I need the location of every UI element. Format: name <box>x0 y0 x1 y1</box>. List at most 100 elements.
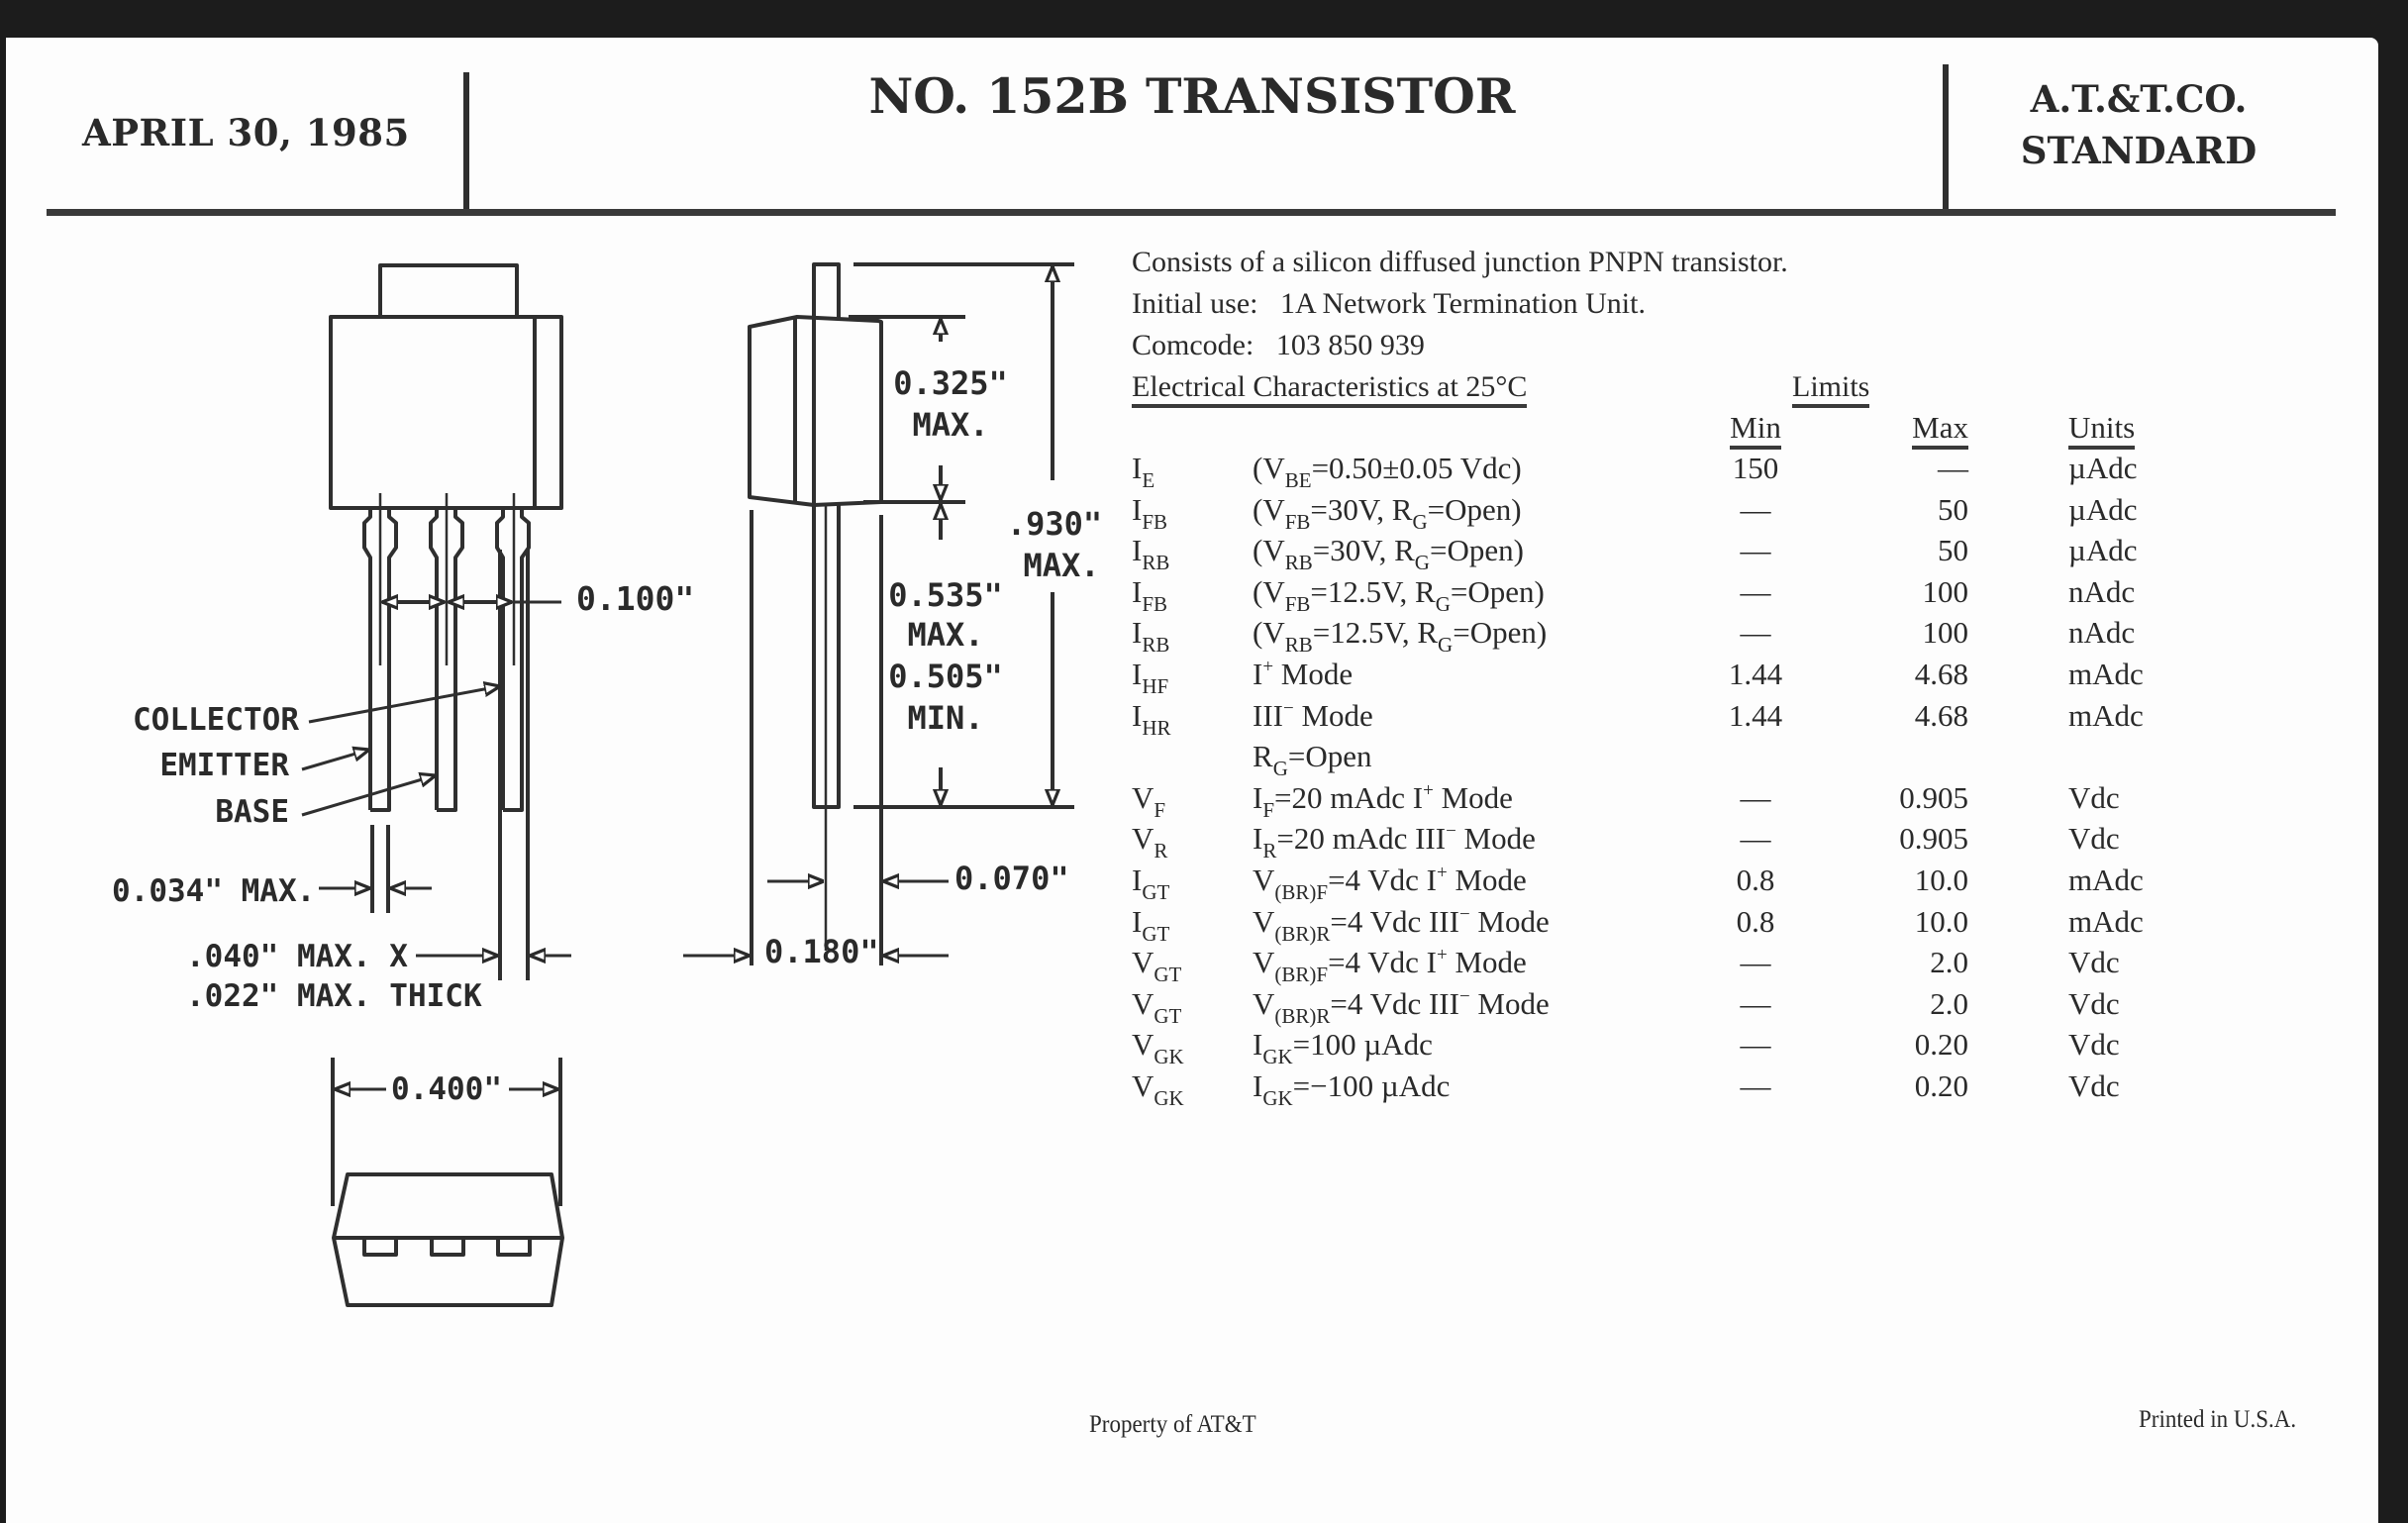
param-condition: IR=20 mAdc III− Mode <box>1253 821 1536 863</box>
comcode-value: 103 850 939 <box>1275 329 1425 361</box>
param-symbol: IHF <box>1132 657 1169 698</box>
param-symbol: IGT <box>1132 903 1170 946</box>
page-title: NO. 152B TRANSISTOR <box>0 67 2408 125</box>
param-condition: I+ Mode <box>1253 657 1354 691</box>
dim-overall-height-1: .930" <box>1007 505 1102 543</box>
table-title: Electrical Characteristics at 25°C <box>1132 370 1528 408</box>
param-symbol: IRB <box>1132 615 1170 658</box>
label-emitter: EMITTER <box>159 748 289 783</box>
dim-lead-length-3: 0.505" <box>888 658 1003 695</box>
initial-use: Initial use: 1A Network Termination Unit… <box>1132 287 1646 321</box>
table-row: VF IF=20 mAdc I+ Mode — 0.905 Vdc <box>1132 780 2221 822</box>
param-condition: (VRB=30V, RG=Open) <box>1253 533 1524 575</box>
param-symbol: VF <box>1132 779 1166 822</box>
dim-body-width: 0.400" <box>391 1071 502 1107</box>
param-min: 0.8 <box>1736 903 1775 939</box>
param-min: — <box>1740 1068 1771 1103</box>
initial-use-value: 1A Network Termination Unit. <box>1279 287 1646 320</box>
comcode-label: Comcode: <box>1132 329 1254 361</box>
param-symbol: VGK <box>1132 1068 1184 1110</box>
header-rule <box>47 209 2336 216</box>
param-max: 4.68 <box>1914 697 1968 733</box>
description-line: Consists of a silicon diffused junction … <box>1132 246 1788 278</box>
label-base: BASE <box>215 794 289 830</box>
param-symbol: VR <box>1132 821 1168 863</box>
initial-use-label: Initial use: <box>1132 287 1258 320</box>
front-body <box>329 315 563 510</box>
param-symbol: IFB <box>1132 573 1168 616</box>
dim-collector-lead-1: .040" MAX. X <box>186 939 408 974</box>
col-min-header: Min <box>1730 410 1781 450</box>
bottom-view <box>331 1058 564 1307</box>
pin-hole-emitter <box>362 1236 398 1257</box>
label-collector: COLLECTOR <box>133 702 299 738</box>
param-max: 0.20 <box>1914 1027 1968 1063</box>
dim-lead-length-2: MAX. <box>907 616 983 654</box>
front-tab <box>378 263 519 319</box>
param-units: Vdc <box>2068 779 2120 815</box>
param-symbol: IHR <box>1132 697 1171 740</box>
param-condition: RG=Open <box>1253 739 1372 781</box>
param-max: 100 <box>1922 615 1969 651</box>
param-condition: (VRB=12.5V, RG=Open) <box>1253 615 1548 658</box>
param-condition: (VBE=0.50±0.05 Vdc) <box>1253 451 1522 492</box>
pin-hole-base <box>430 1236 465 1257</box>
header-date: APRIL 30, 1985 <box>82 111 410 154</box>
param-condition: III− Mode <box>1253 697 1373 733</box>
dim-collector-lead-2: .022" MAX. THICK <box>186 978 482 1014</box>
param-min: 1.44 <box>1728 697 1783 733</box>
param-condition: IF=20 mAdc I+ Mode <box>1253 779 1513 822</box>
param-min: 1.44 <box>1728 657 1783 691</box>
param-min: — <box>1740 1027 1771 1063</box>
param-min: — <box>1740 491 1771 527</box>
param-units: Vdc <box>2068 985 2120 1021</box>
param-max: 100 <box>1922 573 1969 609</box>
dim-body-height-1: 0.325" <box>893 364 1008 402</box>
col-max-header: Max <box>1912 410 1968 450</box>
comcode: Comcode: 103 850 939 <box>1132 329 1425 362</box>
param-symbol: IE <box>1132 451 1155 492</box>
front-view <box>301 263 571 980</box>
param-condition: V(BR)R=4 Vdc III− Mode <box>1253 985 1550 1028</box>
param-symbol: IRB <box>1132 533 1170 575</box>
param-units: Vdc <box>2068 821 2120 857</box>
param-min: — <box>1740 779 1771 815</box>
table-row: RG=Open <box>1132 739 2221 780</box>
param-condition: (VFB=30V, RG=Open) <box>1253 491 1522 534</box>
param-max: 0.905 <box>1899 779 1968 815</box>
param-min: — <box>1740 985 1771 1021</box>
table-title-text: Electrical Characteristics at 25°C <box>1132 370 1528 408</box>
param-symbol: VGT <box>1132 945 1182 987</box>
param-symbol: IGT <box>1132 863 1170 904</box>
param-max: 2.0 <box>1930 985 1968 1021</box>
lead-collector <box>495 493 531 980</box>
param-units: Vdc <box>2068 1027 2120 1063</box>
footer-property: Property of AT&T <box>1089 1411 1256 1438</box>
param-units: mAdc <box>2068 903 2144 939</box>
param-max: 0.905 <box>1899 821 1968 857</box>
param-units: mAdc <box>2068 657 2144 691</box>
dim-lead-length-1: 0.535" <box>888 576 1003 614</box>
param-condition: V(BR)F=4 Vdc I+ Mode <box>1253 863 1527 904</box>
lead-base <box>429 493 464 812</box>
param-min: — <box>1740 945 1771 980</box>
param-units: Vdc <box>2068 1068 2120 1103</box>
header-divider-right <box>1943 64 1949 213</box>
pin-hole-collector <box>496 1236 532 1257</box>
limits-header: Limits <box>1792 370 1870 408</box>
dim-body-height-2: MAX. <box>912 406 988 444</box>
limits-header-text: Limits <box>1792 370 1870 408</box>
table-header-row: Min Max Units <box>1132 410 2221 452</box>
col-units-header: Units <box>2068 410 2136 450</box>
param-symbol: VGK <box>1132 1027 1184 1069</box>
param-max: 2.0 <box>1930 945 1968 980</box>
